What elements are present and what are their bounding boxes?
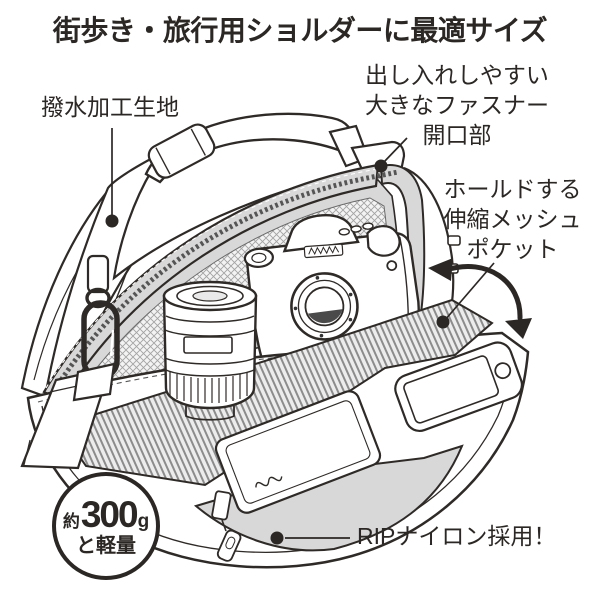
label-zipper-opening-line1: 出し入れしやすい [365,62,549,88]
label-mesh-pocket: ホールドする 伸縮メッシュ ポケット [430,174,595,264]
diagram-title: 街歩き・旅行用ショルダーに最適サイズ [52,15,548,46]
weight-value: 300 [80,494,139,535]
label-rip-nylon: RIPナイロン採用！ [357,523,557,549]
label-mesh-pocket-line3: ポケット [466,236,559,262]
weight-unit: g [137,511,150,532]
weight-light-text: と軽量 [76,535,136,557]
swing-arrow [428,258,532,339]
weight-badge-top: 約 300 g [63,496,149,533]
label-mesh-pocket-line2: 伸縮メッシュ [443,206,582,232]
smartphone [394,341,523,432]
stretch-mesh-pocket [56,298,494,487]
leader-rip-nylon [270,531,350,545]
callout-dot-rip [270,531,284,545]
leader-mesh-pocket [436,262,495,329]
callouts [105,128,532,545]
label-zipper-opening-line2: 大きなファスナー [365,92,549,118]
callout-dot-fabric [105,214,119,228]
label-water-repellent: 撥水加工生地 [41,94,179,120]
weight-about: 約 [62,512,80,531]
label-zipper-opening: 出し入れしやすい 大きなファスナー 開口部 [335,60,579,150]
leader-water-repellent [105,128,119,228]
label-mesh-pocket-line1: ホールドする [443,176,582,202]
callout-dot-mesh [436,315,450,329]
leader-zipper-opening [374,137,408,173]
label-zipper-opening-line3: 開口部 [422,122,492,148]
weight-badge: 約 300 g と軽量 [52,472,160,580]
zipper-pull-bottom [211,490,242,562]
camera-lens [162,280,258,421]
carabiner-clip [72,300,120,402]
notebook [214,390,382,514]
zipper-stitch [45,168,378,389]
callout-dot-zipper [374,159,388,173]
d-ring [85,254,111,309]
